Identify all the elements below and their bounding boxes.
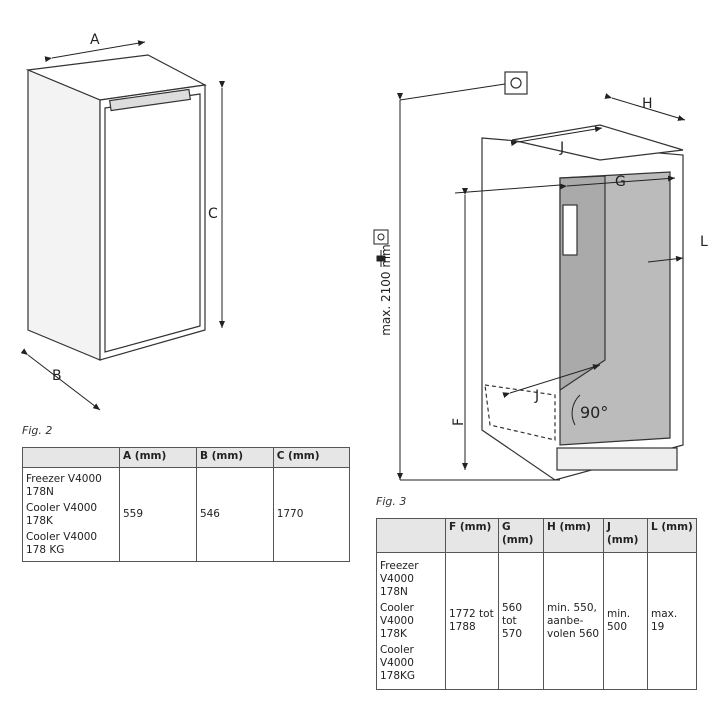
header-j: J (mm) xyxy=(603,518,648,553)
model-name: Cooler V4000 178KG xyxy=(380,643,416,682)
power-plug-icon xyxy=(373,229,389,267)
value-c: 1770 xyxy=(272,467,351,562)
fig2-caption: Fig. 2 xyxy=(22,424,53,437)
header-g: G (mm) xyxy=(498,518,544,553)
model-name: Freezer V4000 178N xyxy=(380,559,419,598)
header-c: C (mm) xyxy=(272,447,351,468)
dimension-l-label: L xyxy=(700,234,708,250)
model-name: Cooler V4000 178K xyxy=(26,501,98,527)
angle-label: 90° xyxy=(580,403,608,422)
dimension-h-label: H xyxy=(642,96,653,112)
header-h: H (mm) xyxy=(543,518,604,553)
fridge-illustration xyxy=(25,54,207,361)
dimension-b-label: B xyxy=(52,368,62,384)
value-g: 560 tot 570 xyxy=(498,552,544,690)
dimension-f-label: F xyxy=(451,418,467,426)
fig2-dimension-table: A (mm)B (mm)C (mm) Freezer V4000 178N Coo… xyxy=(22,447,351,562)
value-a: 559 xyxy=(119,467,197,562)
max-height-label: max. 2100 mm xyxy=(379,244,393,336)
model-name: Cooler V4000 178K xyxy=(380,601,414,640)
model-name: Freezer V4000 178N xyxy=(26,472,102,498)
dimension-a-label: A xyxy=(90,32,100,48)
value-l: max. 19 xyxy=(647,552,697,690)
fig3-dimension-table: F (mm)G (mm)H (mm)J (mm)L (mm) Freezer V… xyxy=(376,518,697,690)
wall-outlet-icon xyxy=(504,71,528,95)
header-l: L (mm) xyxy=(647,518,697,553)
header-f: F (mm) xyxy=(445,518,499,553)
dimension-c-label: C xyxy=(208,206,218,222)
fig3-dimension-lines xyxy=(397,83,686,481)
dimension-j-bottom-label: J xyxy=(534,388,539,404)
dimension-g-label: G xyxy=(615,174,626,190)
fig3-caption: Fig. 3 xyxy=(376,495,407,508)
value-b: 546 xyxy=(195,467,274,562)
model-name: Cooler V4000 178 KG xyxy=(26,530,98,556)
header-a: A (mm) xyxy=(119,447,197,468)
table-row: Freezer V4000 178N Cooler V4000 178K Coole… xyxy=(22,467,351,562)
dimension-j-top-label: J xyxy=(559,140,564,156)
fig2-dimension-lines xyxy=(20,40,225,411)
header-b: B (mm) xyxy=(195,447,274,468)
value-f: 1772 tot 1788 xyxy=(445,552,499,690)
value-j: min. 500 xyxy=(603,552,648,690)
value-h: min. 550, aanbe-volen 560 xyxy=(543,552,604,690)
